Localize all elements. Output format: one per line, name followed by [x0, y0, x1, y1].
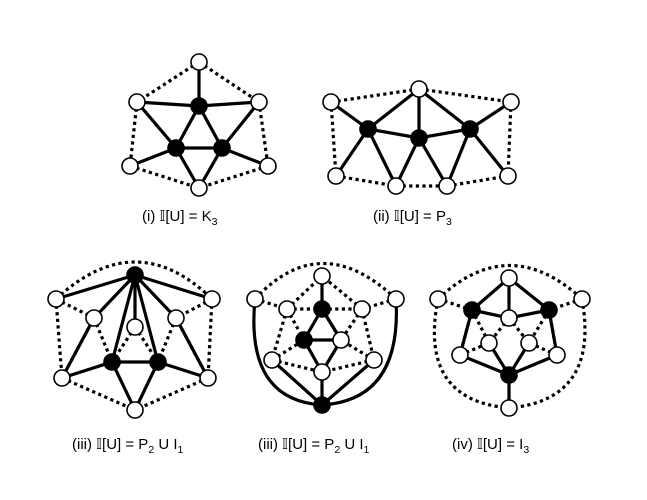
graph-node	[499, 167, 517, 185]
graph-node	[167, 309, 185, 327]
graph-node	[250, 93, 268, 111]
graph-node	[128, 93, 146, 111]
graph-node	[429, 290, 447, 308]
graph-node	[502, 93, 520, 111]
graph-node	[332, 331, 350, 349]
graph-node-selected	[313, 396, 331, 414]
graph-node-selected	[359, 120, 377, 138]
graph-node	[387, 290, 405, 308]
graph-node	[263, 351, 281, 369]
graph-node	[278, 300, 296, 318]
graph-node-selected	[149, 353, 167, 371]
graph-node	[313, 363, 331, 381]
graph-node	[259, 157, 277, 175]
graph-node-selected	[463, 301, 481, 319]
graph-node-selected	[410, 129, 428, 147]
graph-node	[410, 80, 428, 98]
graph-node	[53, 369, 71, 387]
graph-node	[500, 269, 518, 287]
graph-node	[365, 351, 383, 369]
graph-node	[246, 290, 264, 308]
graph-node	[199, 369, 217, 387]
graph-node	[353, 300, 371, 318]
graph-node	[126, 401, 144, 419]
graph-node	[480, 334, 498, 352]
graph-node-selected	[295, 331, 313, 349]
graph-node	[203, 290, 221, 308]
graph-node-selected	[167, 139, 185, 157]
graph-node	[573, 290, 591, 308]
graph-node-selected	[313, 300, 331, 318]
graph-node	[500, 309, 518, 327]
graph-iii-b: (iii) 𝕀[U] = P2 U I1	[246, 261, 405, 456]
caption-iv: (iv) 𝕀[U] = I3	[452, 436, 529, 456]
graph-node-selected	[540, 301, 558, 319]
graph-node-selected	[500, 366, 518, 384]
graph-node	[126, 318, 144, 336]
graph-node-selected	[103, 353, 121, 371]
graph-node	[121, 157, 139, 175]
graph-node	[47, 290, 65, 308]
caption-ii: (ii) 𝕀[U] = P3	[373, 208, 452, 228]
caption-i: (i) 𝕀[U] = K3	[142, 208, 218, 228]
graph-node	[313, 267, 331, 285]
graph-iv: (iv) 𝕀[U] = I3	[429, 263, 591, 456]
graph-node	[451, 346, 469, 364]
graph-node	[322, 93, 340, 111]
graph-node	[520, 334, 538, 352]
caption-iii-a: (iii) 𝕀[U] = P2 U I1	[72, 436, 184, 456]
graph-i: (i) 𝕀[U] = K3	[121, 53, 277, 228]
graph-iii-a: (iii) 𝕀[U] = P2 U I1	[47, 260, 221, 456]
graph-node-selected	[190, 97, 208, 115]
graph-node	[438, 177, 456, 195]
graph-node	[327, 167, 345, 185]
graph-node	[500, 399, 518, 417]
graph-node-selected	[213, 139, 231, 157]
caption-iii-b: (iii) 𝕀[U] = P2 U I1	[258, 436, 370, 456]
graph-node	[85, 309, 103, 327]
graph-node	[548, 346, 566, 364]
graph-ii: (ii) 𝕀[U] = P3	[322, 80, 520, 228]
graph-node	[387, 177, 405, 195]
graph-node-selected	[126, 266, 144, 284]
graph-node-selected	[461, 120, 479, 138]
graph-node	[190, 53, 208, 71]
graph-node	[190, 179, 208, 197]
